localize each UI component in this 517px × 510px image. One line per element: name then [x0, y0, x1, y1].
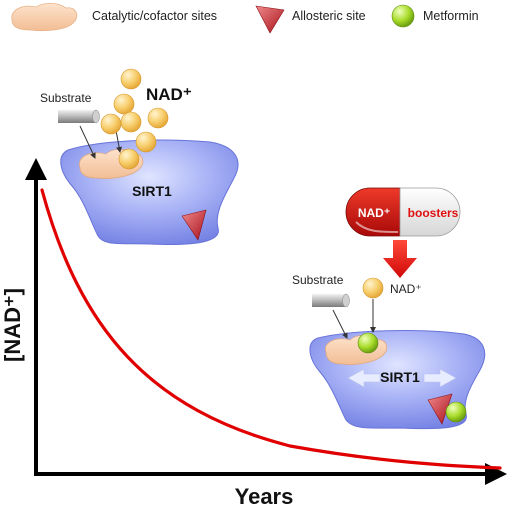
nad-decline-curve — [40, 188, 502, 470]
nad-sphere — [120, 111, 142, 133]
conformation-arrow-right — [423, 368, 457, 388]
top-substrate-rod — [58, 109, 100, 124]
nad-sphere — [120, 68, 142, 90]
metformin-legend-label: Metformin — [423, 9, 479, 23]
top-substrate-arrow — [79, 125, 96, 159]
bottom-sirt1-enzyme: SIRT1 Substrate NAD⁺ — [292, 273, 486, 430]
y-axis-arrowhead — [25, 158, 47, 180]
top-substrate-label: Substrate — [40, 91, 92, 105]
catalytic-site-legend-label: Catalytic/cofactor sites — [92, 9, 217, 23]
axes: [NAD⁺] Years — [0, 158, 507, 509]
booster-down-arrow — [383, 240, 417, 278]
allosteric-site-legend-label: Allosteric site — [292, 9, 366, 23]
y-axis-label: [NAD⁺] — [0, 288, 25, 362]
legend: Catalytic/cofactor sites Allosteric site… — [11, 2, 479, 34]
nad-sphere — [147, 107, 169, 129]
catalytic-site-legend-icon — [11, 2, 78, 32]
nad-sphere — [118, 148, 140, 170]
catalytic-metformin-sphere — [357, 332, 379, 354]
bottom-substrate-arrow — [332, 309, 348, 339]
bottom-substrate-label: Substrate — [292, 273, 344, 287]
top-sirt1-enzyme: SIRT1 Substrate NAD⁺ — [40, 68, 239, 245]
nad-sphere — [100, 113, 122, 135]
bottom-nad-sphere — [362, 277, 384, 299]
top-nad-spheres — [100, 68, 169, 170]
nad-sphere — [135, 131, 157, 153]
allosteric-metformin-sphere — [445, 401, 467, 423]
nad-sphere — [113, 93, 135, 115]
bottom-nad-label: NAD⁺ — [390, 282, 422, 296]
conformation-arrow-left — [347, 368, 381, 388]
nad-boosters-pill: NAD⁺ boosters — [345, 187, 461, 237]
bottom-enzyme-name: SIRT1 — [380, 369, 420, 385]
top-nad-label: NAD⁺ — [146, 85, 192, 104]
bottom-substrate-rod — [312, 293, 350, 308]
top-allosteric-site — [181, 209, 207, 241]
pill-white-half — [399, 187, 461, 237]
top-enzyme-name: SIRT1 — [132, 183, 172, 199]
metformin-legend-icon — [391, 4, 415, 28]
pill-right-text: boosters — [408, 206, 459, 220]
allosteric-site-legend-icon — [255, 5, 285, 34]
pill-left-text: NAD⁺ — [358, 206, 390, 220]
x-axis-label: Years — [235, 484, 294, 509]
